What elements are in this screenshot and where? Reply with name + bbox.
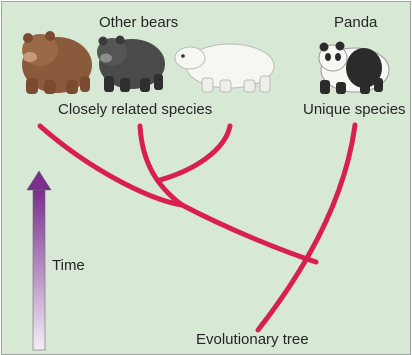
panda-illustration [319,42,389,95]
branch-polar-bear [160,126,230,180]
evolutionary-tree-label: Evolutionary tree [196,331,309,348]
evolutionary-tree [40,125,355,330]
brown-bear-illustration [22,31,92,94]
branch-brown-bear [40,126,182,205]
time-label: Time [52,257,85,274]
polar-bear-illustration [175,44,274,92]
unique-species-label: Unique species [303,101,406,118]
time-arrow [27,171,51,350]
other-bears-label: Other bears [99,14,178,31]
closely-related-label: Closely related species [58,101,212,118]
branch-panda [258,125,355,330]
black-bear-illustration [97,36,165,93]
panda-label: Panda [334,14,377,31]
branch-bears-ancestor [182,205,316,262]
